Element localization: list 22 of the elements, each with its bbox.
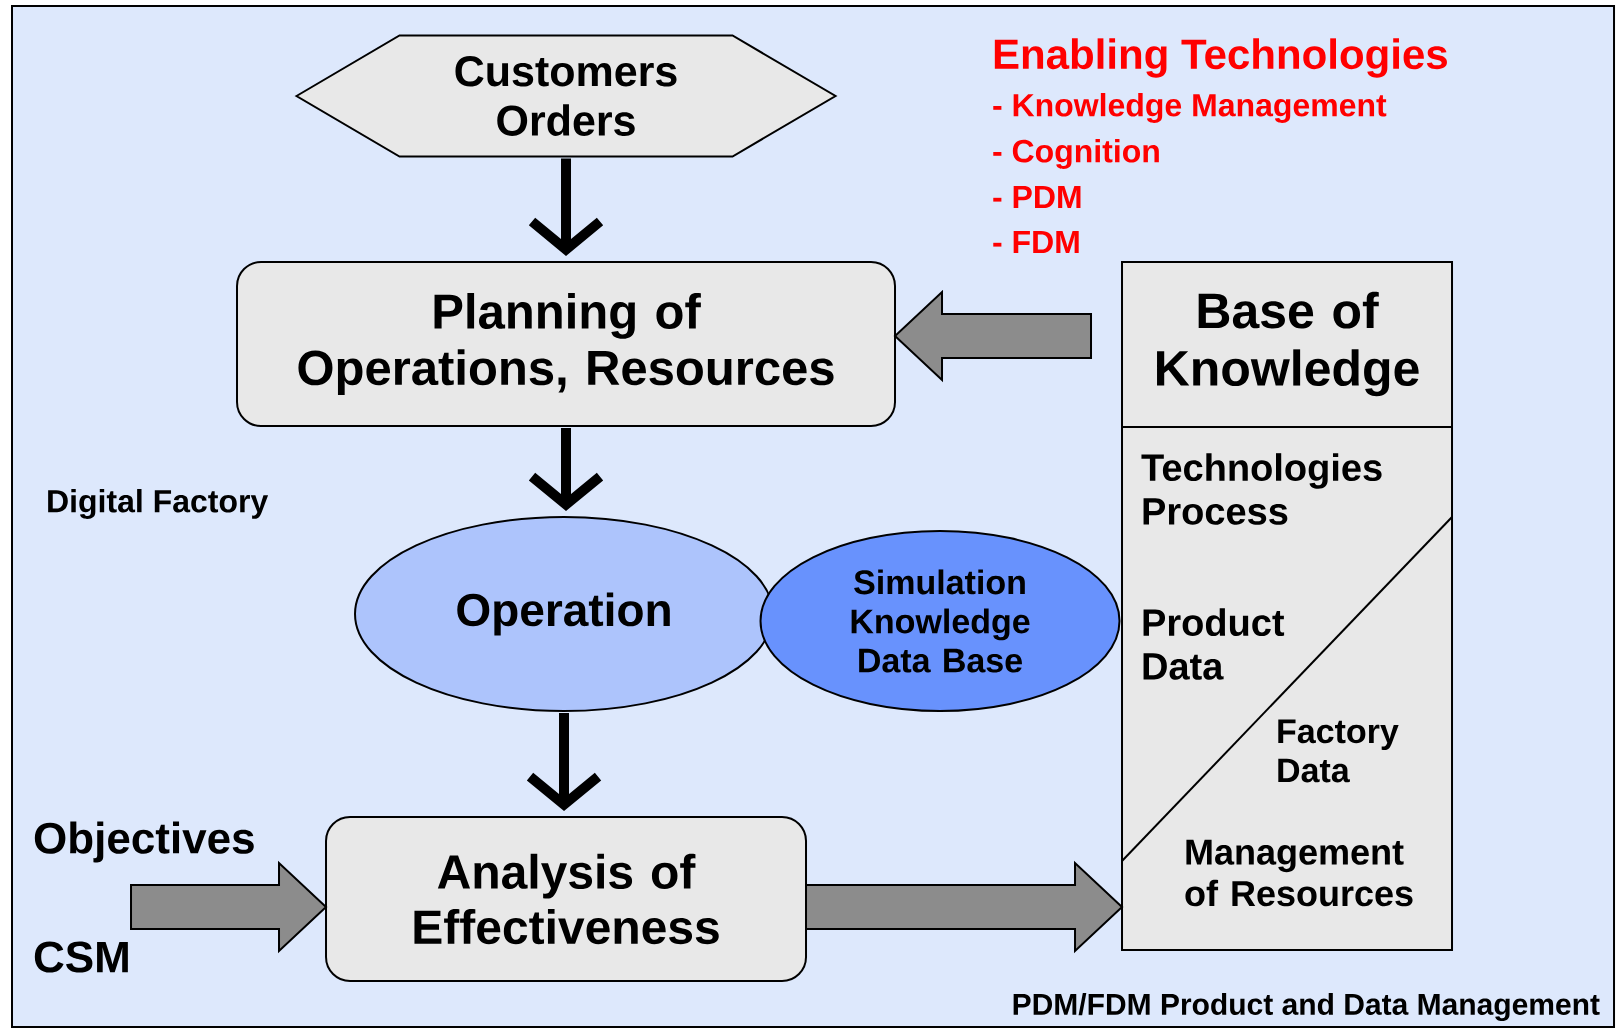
block-arrow [805,860,1124,954]
block-arrow [893,289,1092,383]
heading: Enabling Technologies [994,38,1447,78]
frame-label: Digital Factory [48,489,269,519]
footer-text: PDM/FDM Product and Data Management [1013,992,1600,1022]
list-item: - PDM [993,186,1081,208]
table-heading: Base of Knowledge [1157,291,1419,397]
ellipse-node: Simulation Knowledge Data Base [759,530,1121,712]
block-arrow [130,860,328,954]
list-item: - Cognition [993,139,1159,169]
process-box: Analysis of Effectiveness [325,816,807,982]
table-text: Factory Data [1278,719,1399,783]
ellipse-node: Operation [354,516,774,712]
list-item: - Knowledge Management [993,93,1387,123]
list-item: - FDM [993,231,1079,253]
knowledge-table [1121,261,1453,951]
process-box: Planning of Operations, Resources [236,261,896,427]
table-text: Technologies Process [1141,453,1382,525]
side-label: Objectives [34,821,254,863]
side-label: CSM [34,941,128,973]
table-text: Product Data [1143,608,1285,680]
table-text: Management of Resources [1185,839,1413,907]
